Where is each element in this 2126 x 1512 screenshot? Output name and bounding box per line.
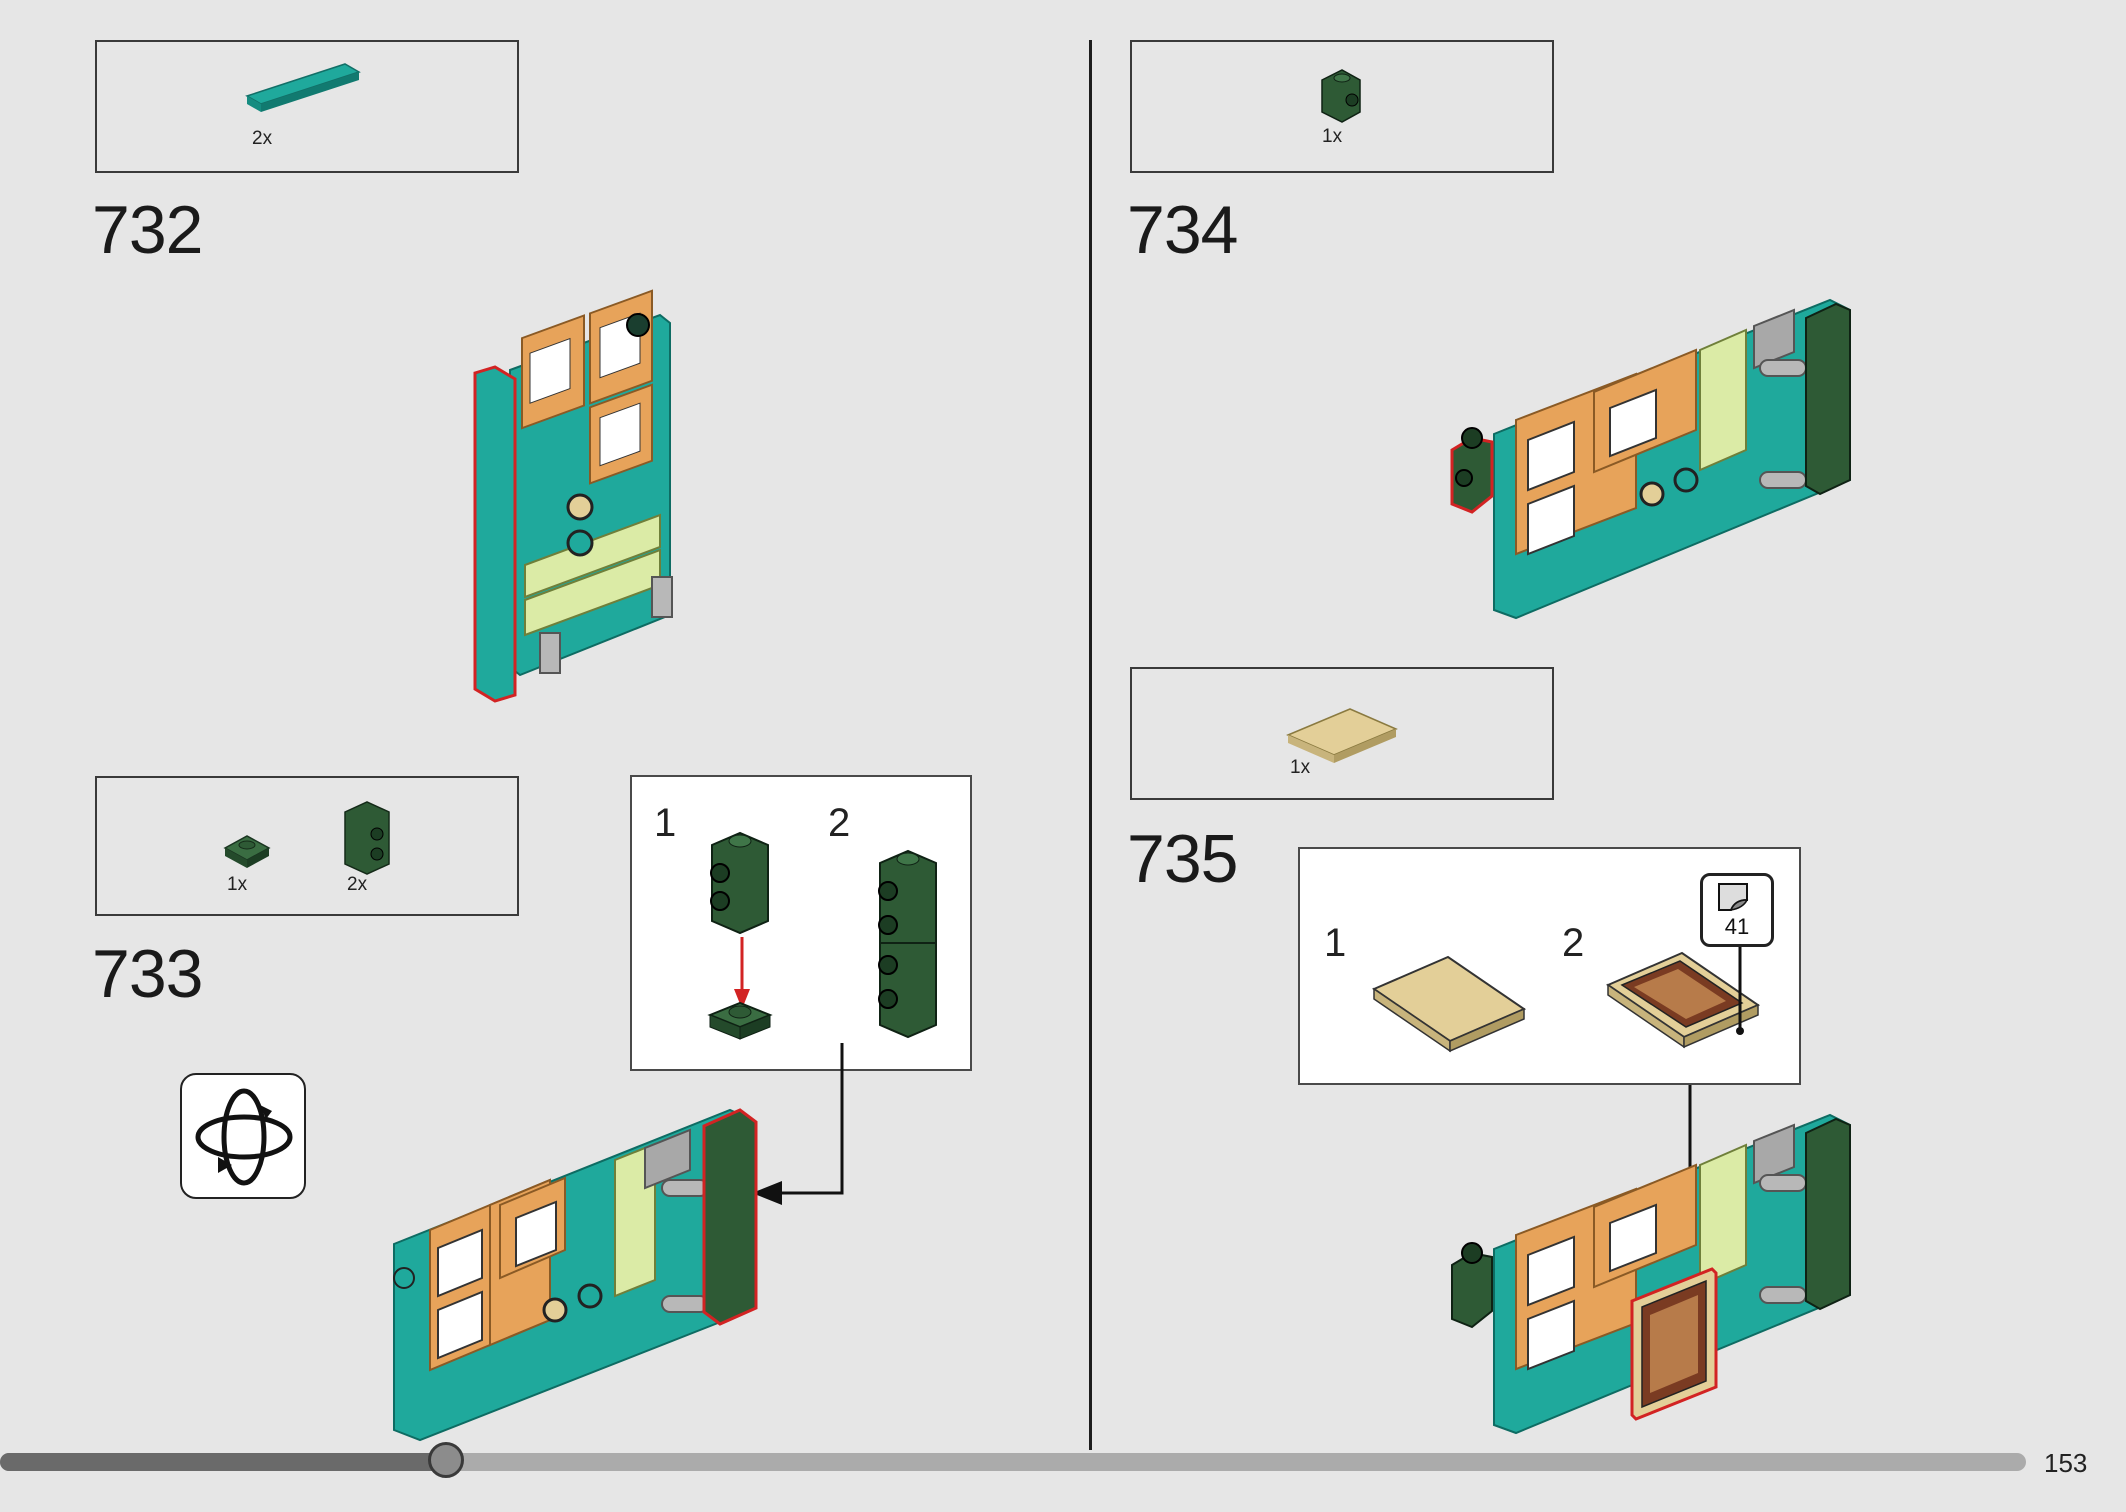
parts-callout-735: 1x — [1130, 667, 1554, 800]
parts-callout-732: 2x — [95, 40, 519, 173]
parts-callout-733: 1x 2x — [95, 776, 519, 916]
stacked-bracket-bricks-icon — [878, 849, 937, 1039]
teal-tile-1x4-icon — [245, 63, 361, 112]
parts-callout-734: 1x — [1130, 40, 1554, 173]
model-step-733 — [393, 1108, 758, 1442]
sticker-icon — [1718, 883, 1749, 911]
step-number-735: 735 — [1127, 821, 1238, 897]
substep-label: 2 — [828, 801, 851, 845]
part-qty: 1x — [227, 874, 248, 895]
model-step-732 — [473, 289, 673, 703]
tan-tile-icon — [1371, 955, 1527, 1053]
model-step-735 — [1451, 1113, 1851, 1435]
tan-tile-2x3-icon — [1286, 708, 1398, 763]
plate-1x1-icon — [707, 1001, 773, 1040]
substep-label: 1 — [1324, 921, 1347, 965]
step-number-733: 733 — [92, 936, 203, 1012]
model-step-734 — [1450, 298, 1851, 620]
sticker-reference-badge: 41 — [1700, 873, 1774, 947]
red-down-arrow-icon — [734, 937, 750, 1009]
page-divider — [1089, 40, 1092, 1450]
rotate-model-icon — [180, 1073, 306, 1199]
bracket-brick-icon — [710, 831, 769, 935]
part-qty: 1x — [1322, 126, 1343, 147]
connector-arrow — [700, 1043, 844, 1205]
dark-green-bracket-icon — [1321, 69, 1361, 123]
progress-fill — [0, 1453, 446, 1471]
step-number-734: 734 — [1127, 192, 1238, 268]
dark-green-plate-1x1-icon — [223, 835, 271, 868]
dark-green-bracket-brick-icon — [344, 801, 390, 875]
sticker-number: 41 — [1724, 914, 1750, 939]
page-number: 153 — [2044, 1448, 2088, 1478]
sticker-pointer-line — [1736, 947, 1744, 1035]
part-qty: 2x — [252, 128, 273, 149]
progress-bar — [0, 1453, 2026, 1471]
subassembly-callout-733: 1 2 — [630, 775, 972, 1071]
progress-knob — [428, 1442, 464, 1478]
substep-label: 2 — [1562, 921, 1585, 965]
part-qty: 2x — [347, 874, 368, 895]
part-qty: 1x — [1290, 757, 1311, 778]
step-number-732: 732 — [92, 192, 203, 268]
substep-label: 1 — [654, 801, 677, 845]
